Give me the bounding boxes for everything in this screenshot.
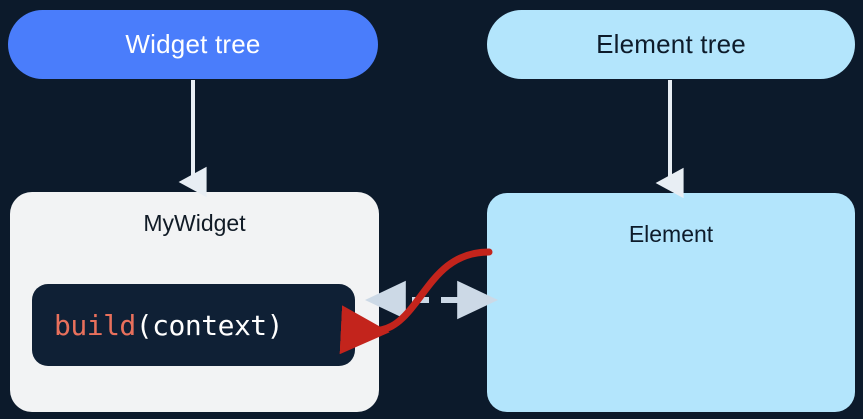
build-keyword: build (54, 308, 136, 342)
widget-tree-label: Widget tree (125, 29, 261, 59)
build-arguments: (context) (135, 308, 284, 342)
element-tree-pill: Element tree (487, 10, 855, 79)
red-curved-arrow-element-to-build (339, 248, 493, 355)
widget-tree-pill: Widget tree (8, 10, 378, 79)
element-tree-label: Element tree (596, 29, 746, 59)
mywidget-card: MyWidget build(context) (10, 192, 379, 412)
element-card: Element (487, 193, 855, 412)
element-title: Element (628, 221, 714, 247)
build-method-box: build(context) (32, 284, 355, 366)
mywidget-title: MyWidget (143, 210, 246, 236)
